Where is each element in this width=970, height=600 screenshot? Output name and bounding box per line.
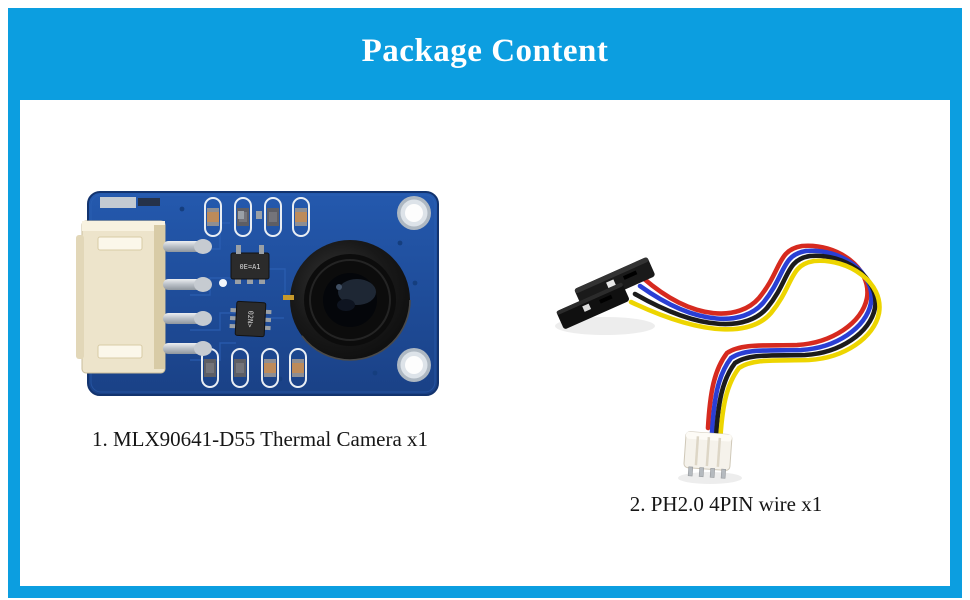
ph2-socket <box>76 220 212 374</box>
svg-text:02N>: 02N> <box>246 310 255 327</box>
page-title: Package Content <box>361 32 609 69</box>
mounting-hole-top <box>397 196 431 230</box>
silkscreen-dot <box>219 279 227 287</box>
soic-ic: 02N> <box>229 300 272 338</box>
corner-chip <box>138 198 160 206</box>
wire-blue <box>637 248 874 436</box>
dupont-headers <box>556 257 655 329</box>
item-1-caption: 1. MLX90641-D55 Thermal Camera x1 <box>91 427 429 451</box>
shadow <box>678 472 742 484</box>
page-frame-border <box>8 100 962 598</box>
mounting-hole-bottom <box>397 348 431 382</box>
thermal-camera-photo: 0E=A1 02N> <box>76 191 439 396</box>
header-banner: Package Content <box>8 8 962 100</box>
corner-pad <box>100 197 136 208</box>
ph2-wire-photo <box>555 243 882 484</box>
item-2-caption: 2. PH2.0 4PIN wire x1 <box>629 492 823 516</box>
plug-pins <box>687 466 727 479</box>
wire-red <box>640 243 870 431</box>
thermal-lens <box>283 239 411 361</box>
svg-text:0E=A1: 0E=A1 <box>239 263 260 271</box>
gold-pin <box>283 295 294 300</box>
ph2-plug <box>683 431 733 479</box>
wire-yellow <box>628 258 882 446</box>
sot23-ic: 0E=A1 <box>230 211 270 284</box>
wire-bundle <box>628 243 882 446</box>
connector-pins <box>163 239 212 356</box>
